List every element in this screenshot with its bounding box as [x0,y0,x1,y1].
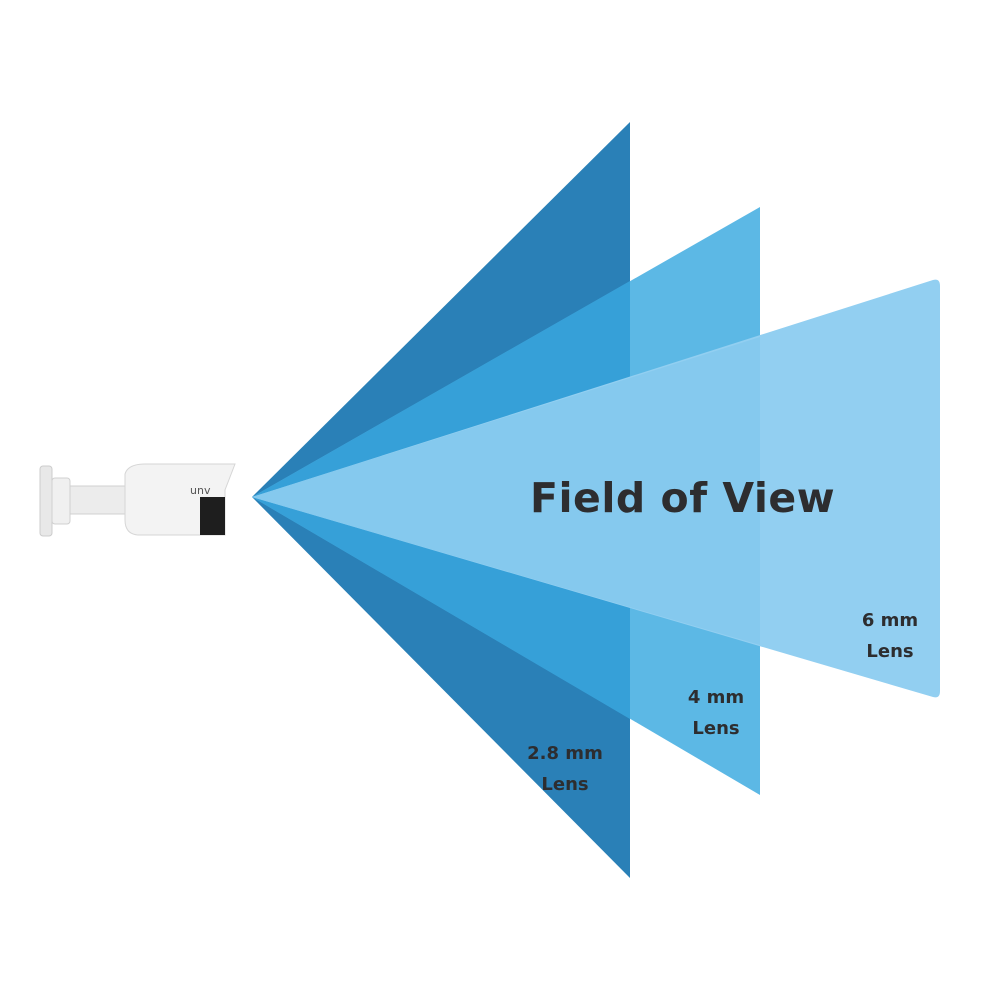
lens-text: Lens [866,641,914,662]
lens-size: 2.8 mm [527,743,603,764]
svg-text:unv: unv [190,484,211,497]
lens-label-2-8mm: 2.8 mm Lens [515,738,615,800]
lens-text: Lens [541,774,589,795]
diagram-title: Field of View [530,474,836,522]
camera-icon: unv [39,463,236,537]
lens-label-4mm: 4 mm Lens [666,682,766,744]
fov-6mm-overlap [252,337,760,645]
lens-size: 4 mm [687,687,745,708]
lens-label-6mm: 6 mm Lens [840,605,940,667]
lens-text: Lens [692,718,740,739]
lens-size: 6 mm [861,610,919,631]
